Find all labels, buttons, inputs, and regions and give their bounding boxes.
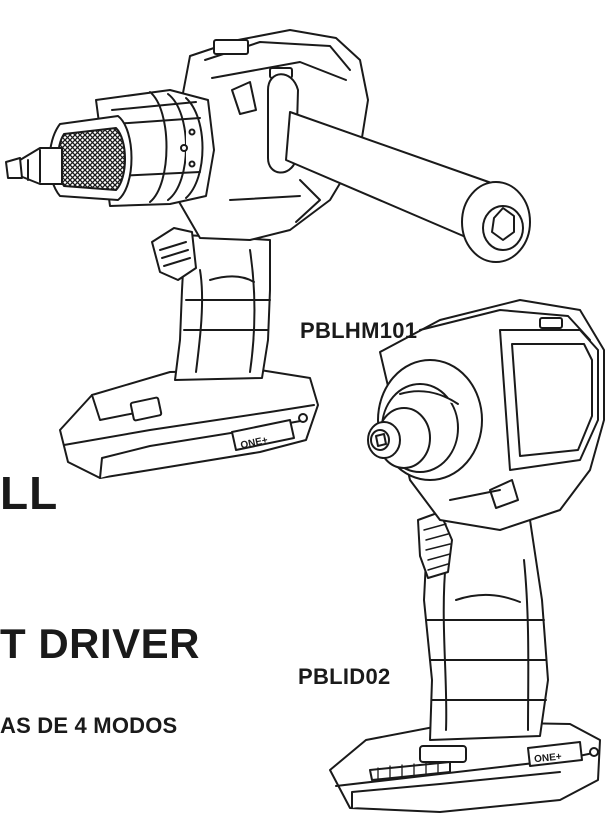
driver-battery-base: ONE+ <box>329 721 601 813</box>
hammer-drill-illustration: ONE+ <box>5 29 531 479</box>
impact-driver-illustration: ONE+ <box>329 299 605 813</box>
driver-handle <box>423 519 549 741</box>
drill-handle <box>174 234 271 381</box>
model-label-pblid02: PBLID02 <box>298 664 391 689</box>
driver-badge-text: ONE+ <box>534 751 563 765</box>
cropped-title-line-1: LL <box>0 467 59 519</box>
model-label-pblhm101: PBLHM101 <box>300 318 418 343</box>
cropped-title-line-2: T DRIVER <box>0 620 201 667</box>
drill-battery-base: ONE+ <box>59 369 319 479</box>
driver-badge <box>527 741 583 767</box>
drill-chuck <box>5 115 133 201</box>
drill-side-handle <box>267 73 531 263</box>
cropped-title-line-3: AS DE 4 MODOS <box>0 713 178 738</box>
driver-nose <box>367 359 483 481</box>
drill-badge <box>231 419 295 451</box>
drill-trigger <box>151 227 197 281</box>
